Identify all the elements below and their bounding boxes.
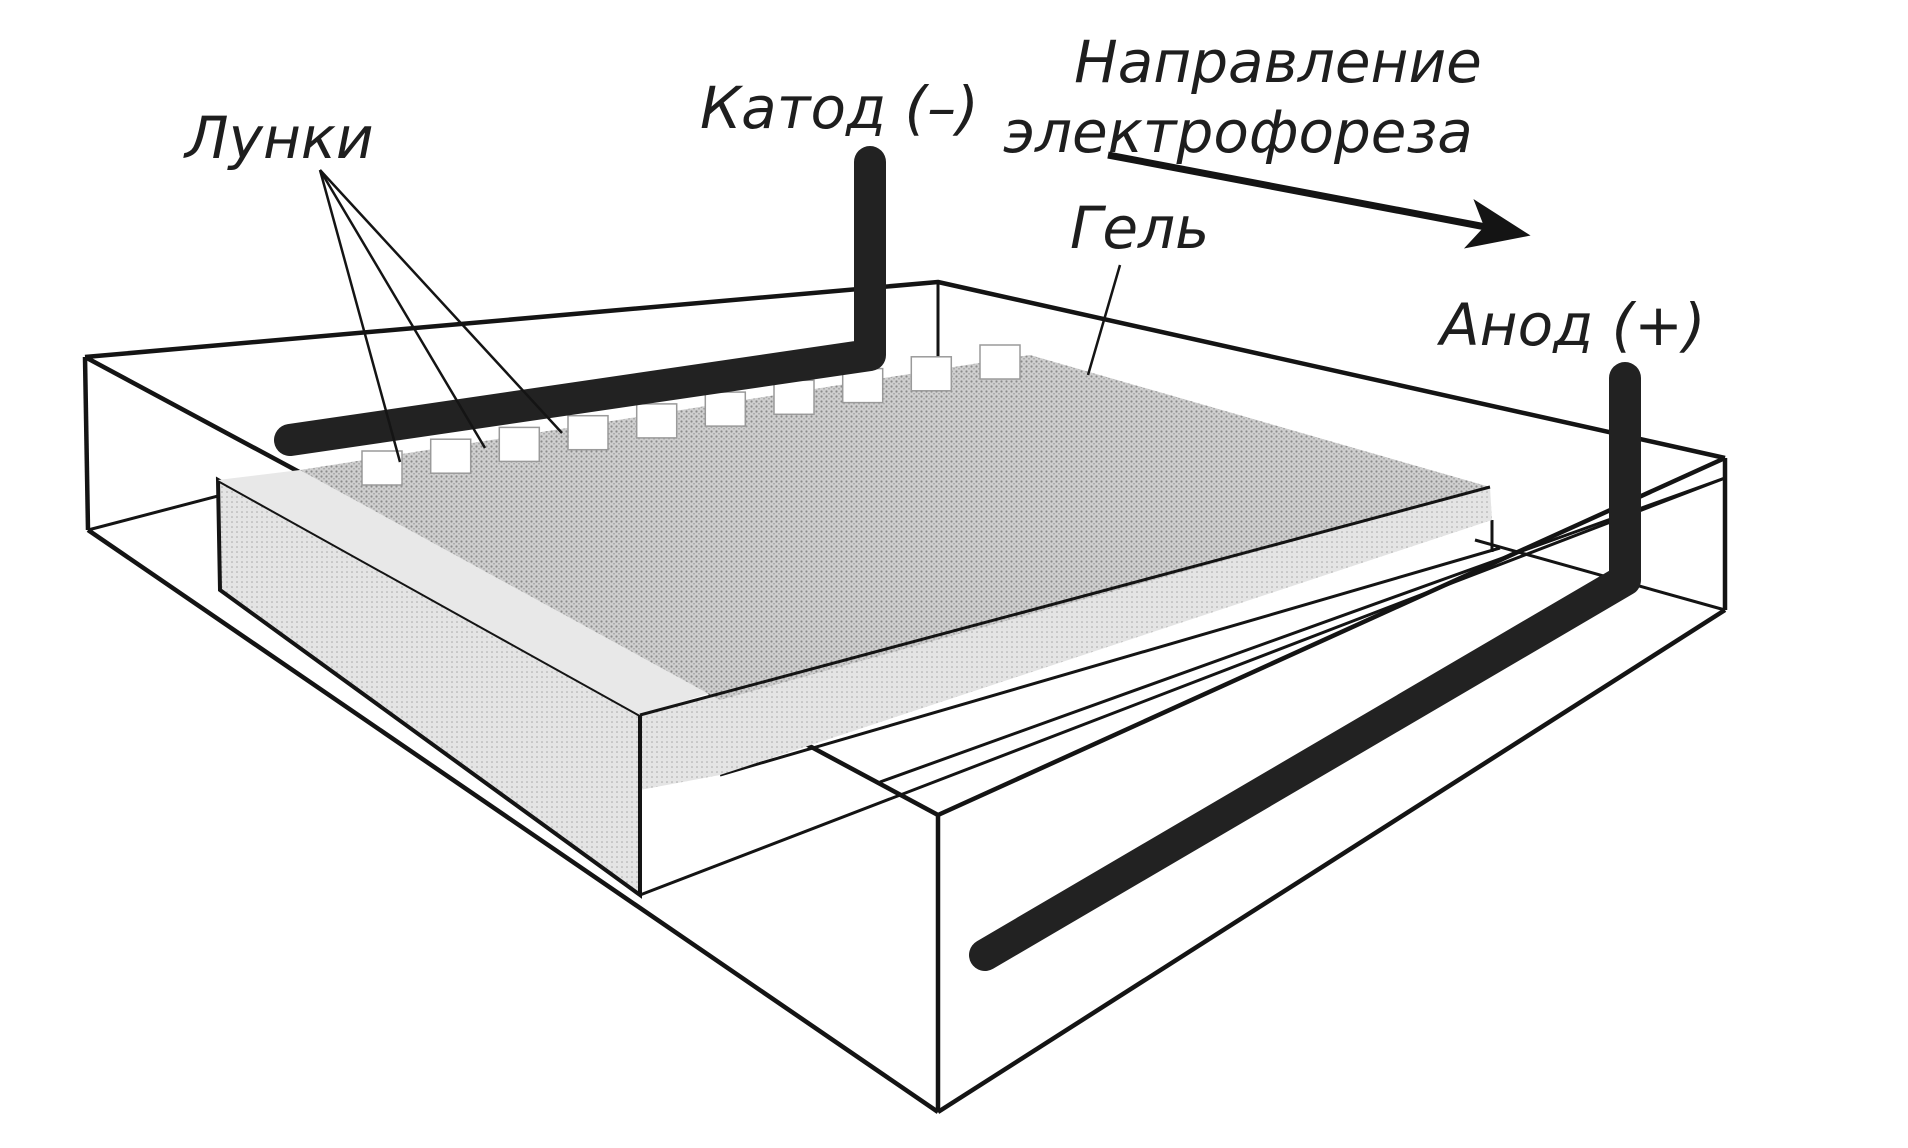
tank-left-corner — [82, 356, 91, 531]
pointer-lines — [318, 169, 1122, 463]
cathode-label: Катод (–) — [700, 74, 979, 142]
electrodes — [274, 146, 1641, 971]
direction-arrow — [1107, 151, 1531, 249]
anode-label: Анод (+) — [1436, 291, 1705, 359]
well — [361, 450, 403, 486]
wells-label: Лунки — [183, 104, 374, 172]
wells-pointer-2 — [318, 169, 487, 449]
well — [910, 356, 953, 392]
well — [498, 426, 541, 463]
tank-inner-lines — [87, 466, 1726, 897]
well — [773, 379, 815, 416]
wells — [361, 344, 1021, 486]
direction-label-line1: Направление — [1074, 28, 1482, 96]
anode-electrode — [969, 362, 1641, 971]
well — [979, 344, 1021, 380]
gel-tray-right-strip — [640, 487, 1492, 790]
well — [429, 438, 472, 474]
well — [704, 391, 747, 427]
gel-label: Гель — [1070, 194, 1209, 262]
well — [567, 414, 609, 451]
tank-right-top-edge — [937, 455, 1726, 818]
tank — [82, 279, 1728, 1114]
direction-label-line2: электрофореза — [1003, 98, 1473, 166]
tank-left-bottom-edge — [86, 528, 940, 1114]
tank-right-bottom-edge — [936, 608, 1727, 1114]
cathode-electrode — [274, 146, 886, 456]
gel-pointer — [1086, 264, 1122, 376]
well — [635, 403, 678, 439]
gel-tray-side — [218, 470, 720, 715]
wells-pointer-1 — [318, 169, 402, 463]
wells-pointer-3 — [319, 169, 563, 434]
